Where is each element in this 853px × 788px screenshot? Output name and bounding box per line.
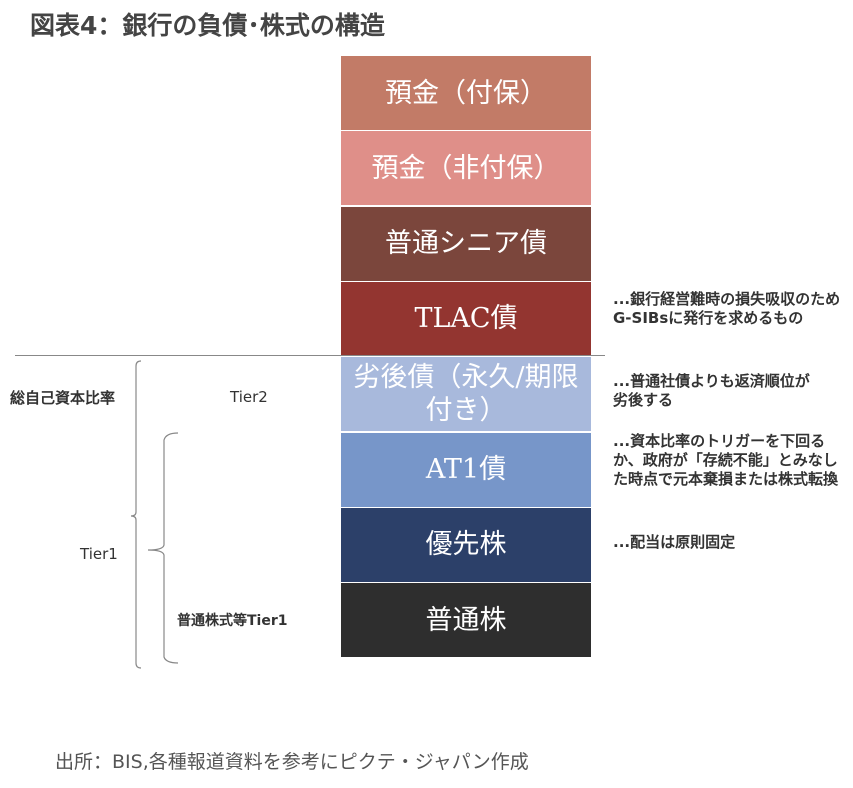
stack-block: 普通株	[341, 583, 591, 659]
stack-block: 普通シニア債	[341, 206, 591, 282]
stack-block-label: TLAC債	[414, 303, 518, 335]
stack-block: 優先株	[341, 507, 591, 583]
stack-block-label: 預金（非付保）	[371, 152, 561, 184]
cet1-label: 普通株式等Tier1	[177, 613, 288, 629]
stack-block: 預金（付保）	[341, 56, 591, 131]
figure-title: 図表4：銀行の負債･株式の構造	[30, 11, 385, 40]
note-tlac: ...銀行経営難時の損失吸収のためG-SIBsに発行を求めるもの	[613, 290, 841, 327]
stack-block-label: 預金（付保）	[385, 77, 547, 109]
note-at1: ...資本比率のトリガーを下回るか、政府が「存続不能」とみなした時点で元本棄損ま…	[613, 432, 839, 488]
source-footer: 出所：BIS,各種報道資料を参考にピクテ・ジャパン作成	[55, 751, 529, 773]
stack-block: 劣後債（永久/期限付き）	[341, 357, 591, 433]
stack-block-label: 普通シニア債	[385, 228, 547, 260]
note-subordinated: ...普通社債よりも返済順位が劣後する	[613, 372, 810, 409]
stack-block: AT1債	[341, 432, 591, 508]
stack-block-label: 劣後債（永久/期限付き）	[353, 362, 579, 427]
note-preferred: ...配当は原則固定	[613, 533, 736, 551]
total-capital-bracket	[130, 360, 142, 669]
stack-block-label: 普通株	[425, 604, 507, 636]
total-capital-ratio-label: 総自己資本比率	[10, 389, 116, 407]
stack-block: 預金（非付保）	[341, 131, 591, 207]
stack-block-label: AT1債	[425, 454, 507, 485]
stack-block-label: 優先株	[425, 529, 507, 561]
tier1-label: Tier1	[80, 545, 118, 563]
tier2-label: Tier2	[230, 388, 268, 406]
stack-block: TLAC債	[341, 281, 591, 357]
divider-line	[15, 355, 605, 356]
tier1-bracket	[147, 432, 179, 664]
